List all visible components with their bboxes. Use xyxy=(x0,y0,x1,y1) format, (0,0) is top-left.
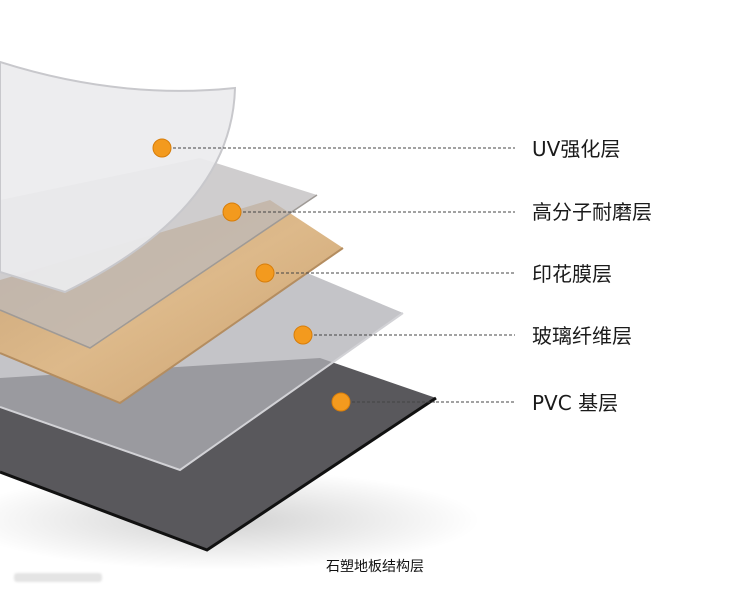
marker-dot-pvc xyxy=(331,392,351,412)
uv-layer xyxy=(0,60,237,294)
watermark xyxy=(14,573,102,582)
label-print-film-layer: 印花膜层 xyxy=(532,262,612,286)
marker-dot-glass xyxy=(293,325,313,345)
leader-lines xyxy=(168,147,515,403)
label-pvc-base-layer: PVC 基层 xyxy=(532,391,619,415)
marker-dot-uv xyxy=(152,138,172,158)
marker-dot-print xyxy=(255,263,275,283)
label-glass-fiber-layer: 玻璃纤维层 xyxy=(532,324,632,348)
diagram-caption: 石塑地板结构层 xyxy=(326,559,424,575)
label-uv-layer: UV强化层 xyxy=(532,137,621,161)
label-wear-layer: 高分子耐磨层 xyxy=(532,200,652,224)
marker-dot-wear xyxy=(222,202,242,222)
print-film-layer xyxy=(0,200,343,403)
